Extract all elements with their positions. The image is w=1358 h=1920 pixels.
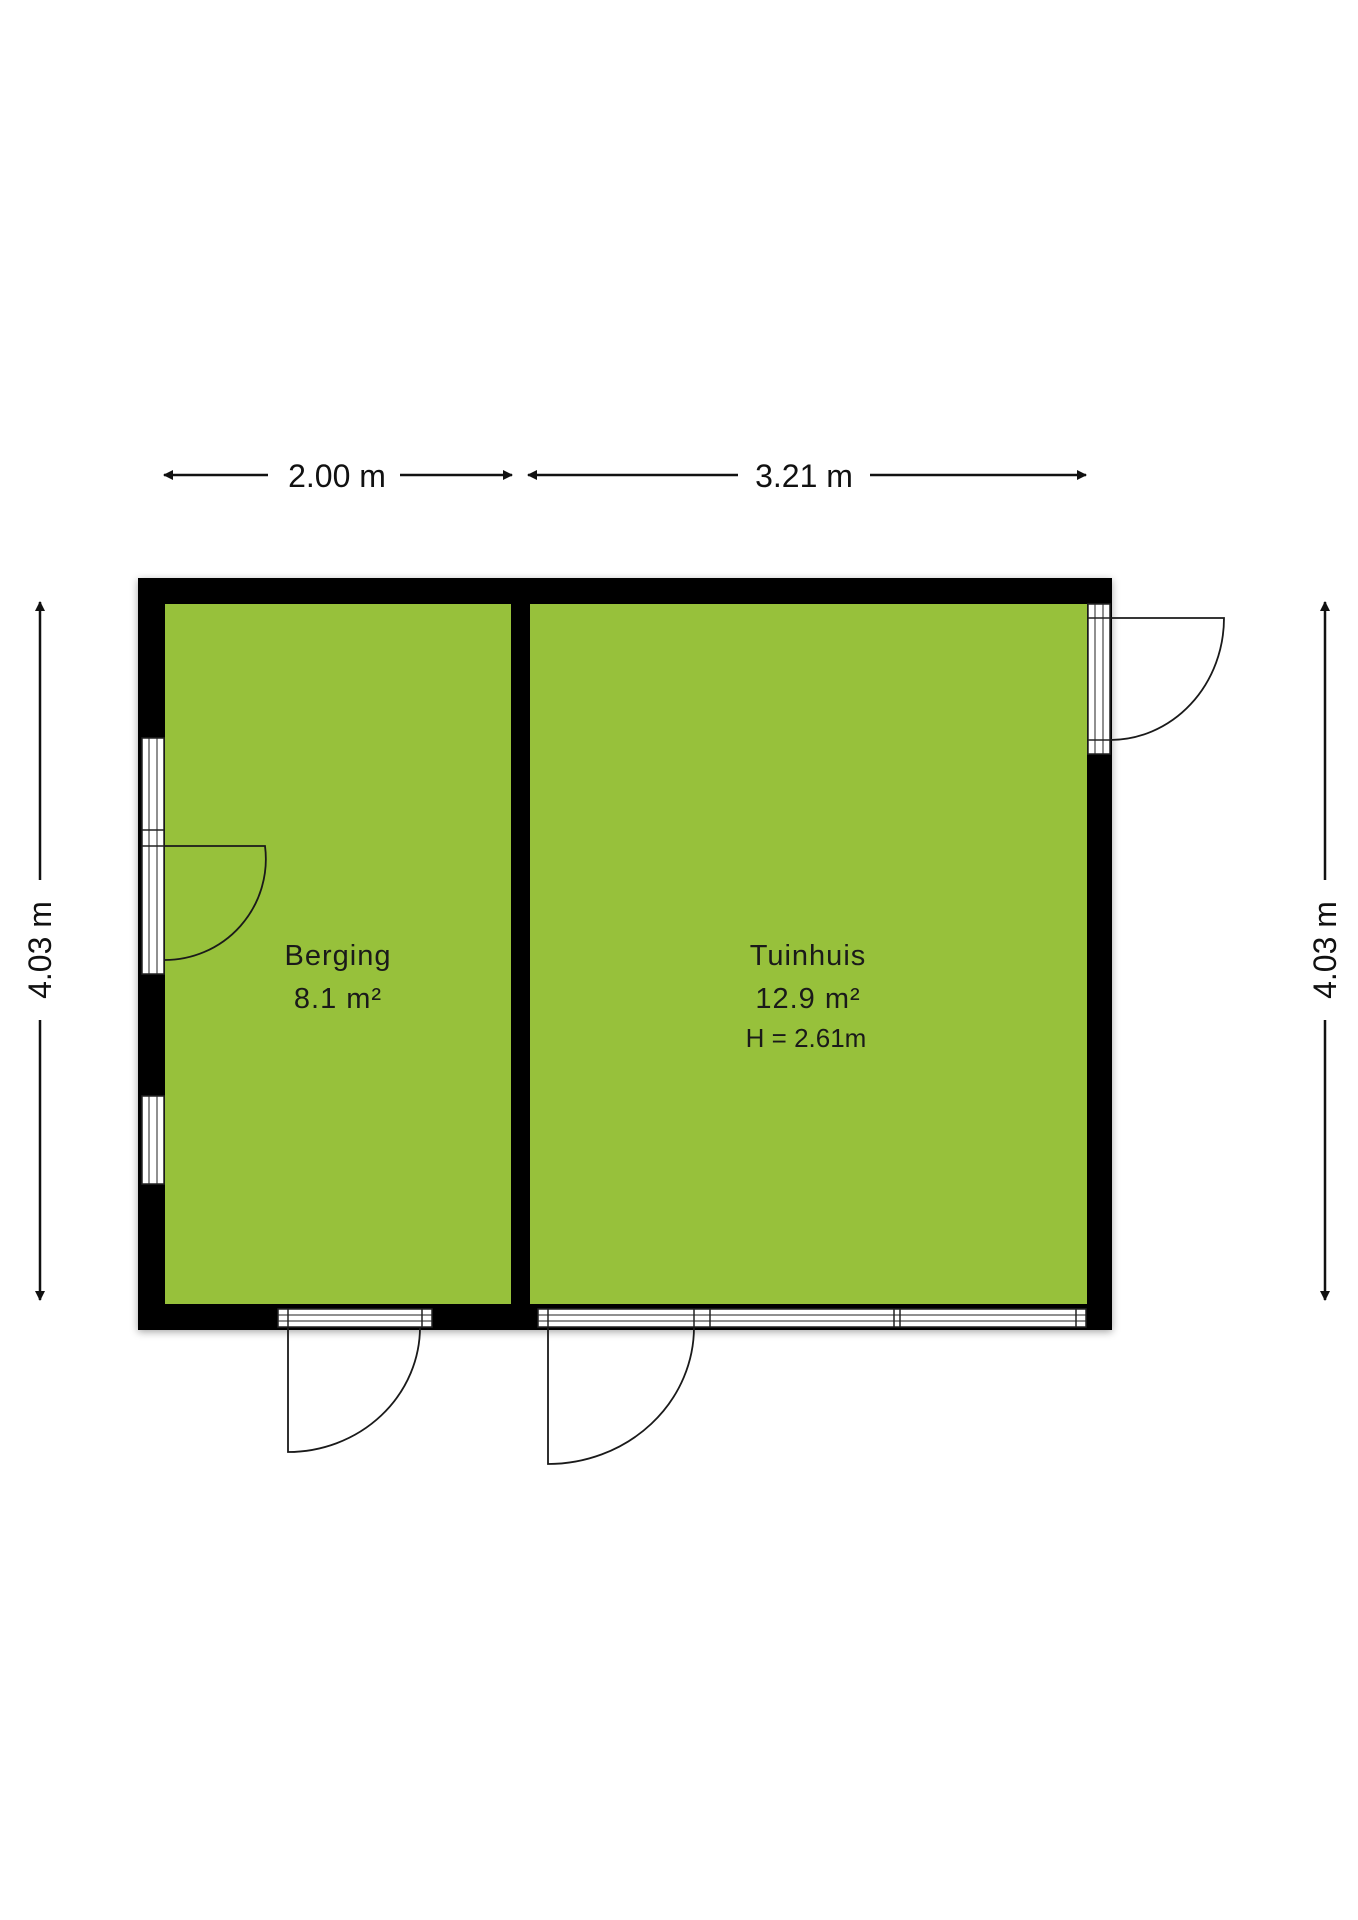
- berging-floor: [165, 604, 511, 1304]
- room-area-berging: 8.1 m²: [294, 983, 382, 1015]
- dimension-left: 4.03 m: [22, 601, 58, 1301]
- window-left-upper: [141, 737, 165, 975]
- dimension-label-right: 4.03 m: [1307, 901, 1343, 999]
- room-name-berging: Berging: [285, 940, 392, 972]
- dimension-right: 4.03 m: [1307, 601, 1343, 1301]
- room-area-tuinhuis: 12.9 m²: [755, 983, 860, 1015]
- dimension-top-left: 2.00 m: [163, 458, 513, 494]
- dimension-top-right: 3.21 m: [527, 458, 1087, 494]
- window-left-lower: [141, 1095, 165, 1185]
- door-swing-left: [163, 845, 267, 961]
- room-height-tuinhuis: H = 2.61m: [746, 1023, 867, 1053]
- dimension-label-top-right: 3.21 m: [755, 458, 853, 494]
- door-bottom-berging: [277, 1308, 433, 1453]
- dimension-label-left: 4.03 m: [22, 901, 58, 999]
- tuinhuis-floor: [530, 604, 1087, 1304]
- room-name-tuinhuis: Tuinhuis: [750, 940, 867, 972]
- dimension-label-top-left: 2.00 m: [288, 458, 386, 494]
- door-bottom-tuinhuis: [537, 1308, 1087, 1465]
- door-right-tuinhuis: [1087, 603, 1225, 755]
